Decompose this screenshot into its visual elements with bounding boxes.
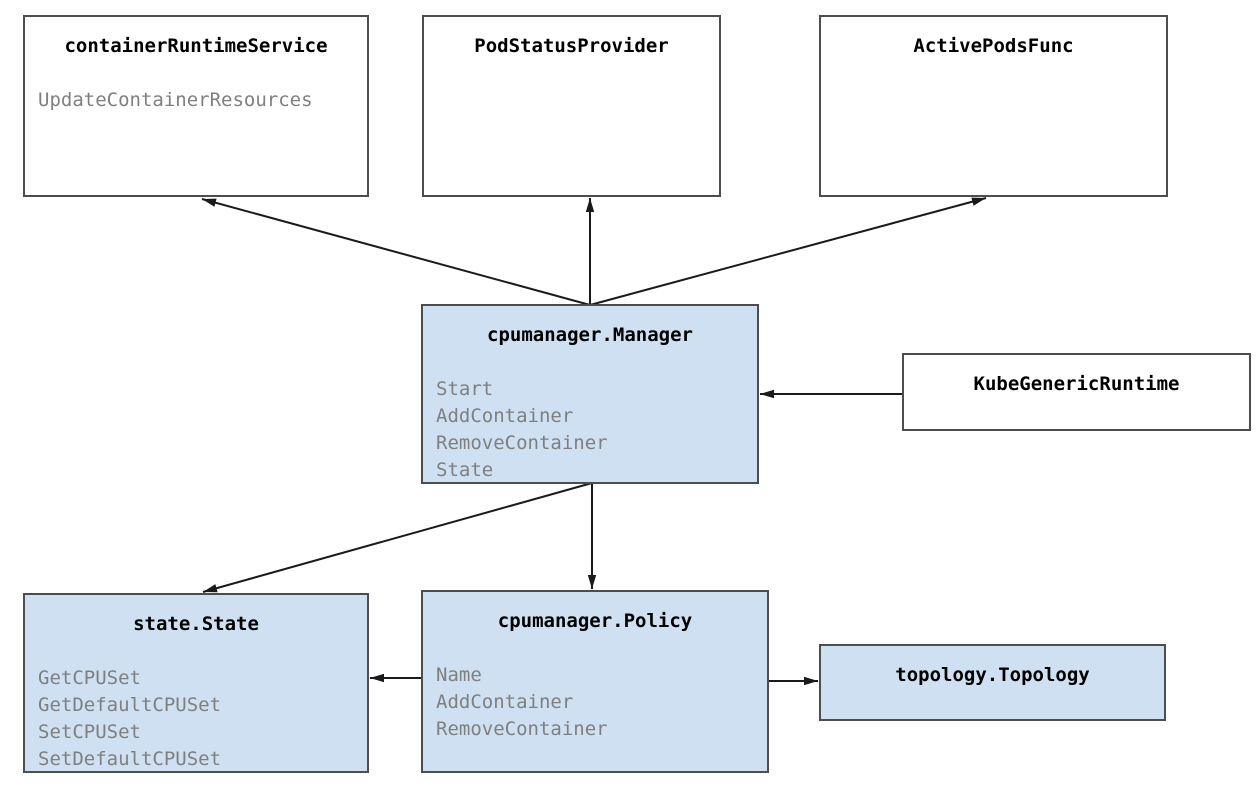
node-box[interactable] [23,593,369,773]
edge-policy-to-stateState [370,673,422,683]
arrowhead-icon [370,673,384,683]
node-stateState[interactable]: state.StateGetCPUSetGetDefaultCPUSetSetC… [23,593,369,773]
node-title: topology.Topology [895,664,1089,686]
node-method: AddContainer [436,405,573,427]
edge-line [202,482,593,593]
arrowhead-icon [202,198,217,207]
node-box[interactable] [23,15,369,197]
node-title: containerRuntimeService [64,35,327,57]
node-title: PodStatusProvider [474,35,668,57]
node-title: state.State [133,613,259,635]
node-kubeGenericRuntime[interactable]: KubeGenericRuntime [902,353,1251,431]
node-box[interactable] [819,15,1168,197]
node-method: GetCPUSet [38,667,141,689]
node-method: AddContainer [436,691,573,713]
node-box[interactable] [819,644,1166,721]
edge-manager-to-containerRuntimeService [201,198,591,306]
node-containerRuntimeService[interactable]: containerRuntimeServiceUpdateContainerRe… [23,15,369,197]
edge-manager-to-stateState [202,482,593,593]
arrowhead-icon [587,575,597,589]
node-cpumanagerManager[interactable]: cpumanager.ManagerStartAddContainerRemov… [421,304,759,484]
nodes-layer: containerRuntimeServiceUpdateContainerRe… [23,15,1251,773]
node-title: cpumanager.Manager [487,324,693,346]
node-method: Name [436,664,482,686]
edge-manager-to-activePodsFunc [589,197,987,306]
node-method: Start [436,378,493,400]
node-method: State [436,459,493,481]
node-cpumanagerPolicy[interactable]: cpumanager.PolicyNameAddContainerRemoveC… [421,590,769,773]
node-box[interactable] [421,590,769,773]
node-method: RemoveContainer [436,718,608,740]
node-method: UpdateContainerResources [38,89,313,111]
arrowhead-icon [971,197,986,206]
arrowhead-icon [804,676,818,686]
arrowhead-icon [585,198,595,212]
node-box[interactable] [421,304,759,484]
arrowhead-icon [760,389,774,399]
node-method: RemoveContainer [436,432,608,454]
node-method: SetDefaultCPUSet [38,748,221,770]
edges-layer [201,197,987,686]
node-box[interactable] [902,353,1251,431]
edge-policy-to-topologyTopology [768,676,818,686]
edge-line [201,198,591,306]
edge-kubeGenericRuntime-to-manager [760,389,903,399]
node-title: ActivePodsFunc [913,35,1073,57]
node-box[interactable] [422,15,721,197]
node-topologyTopology[interactable]: topology.Topology [819,644,1166,721]
node-method: GetDefaultCPUSet [38,694,221,716]
edge-line [589,197,987,306]
edge-manager-to-podStatusProvider [585,198,595,305]
node-podStatusProvider[interactable]: PodStatusProvider [422,15,721,197]
node-activePodsFunc[interactable]: ActivePodsFunc [819,15,1168,197]
arrowhead-icon [203,584,218,593]
edge-manager-to-policy [587,483,597,589]
node-title: cpumanager.Policy [498,610,692,632]
node-method: SetCPUSet [38,721,141,743]
node-title: KubeGenericRuntime [974,373,1180,395]
